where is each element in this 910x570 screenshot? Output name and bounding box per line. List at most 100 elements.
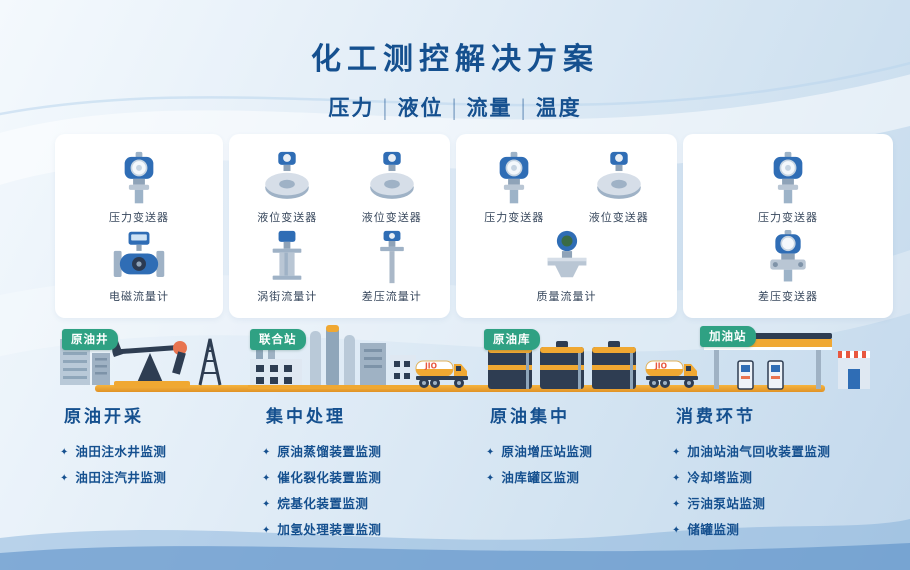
monitor-item-label: 冷却塔监测 — [687, 469, 753, 485]
pipeline-ground-bar — [95, 385, 825, 392]
stage-badge-oil-depot: 原油库 — [484, 329, 540, 350]
instrument-label: 压力变送器 — [758, 211, 818, 224]
instrument: 压力变送器 — [106, 151, 172, 225]
diamond-bullet-icon: ✦ — [672, 524, 681, 536]
monitor-item-label: 油库罐区监测 — [501, 469, 580, 485]
subtitle-item-pressure: 压力 — [328, 96, 375, 120]
subtitle: 压力|液位|流量|温度 — [0, 92, 910, 122]
stage-column-consumption: 消费环节 ✦ 加油站油气回收装置监测 ✦ 冷却塔监测 ✦ 污油泵站监测 ✦ 储罐… — [672, 402, 897, 541]
diamond-bullet-icon: ✦ — [672, 446, 681, 458]
instrument-card-extraction: 压力变送器 电磁流量计 — [55, 134, 223, 318]
differential-pressure-transmitter-icon — [755, 230, 821, 284]
diamond-bullet-icon: ✦ — [672, 472, 681, 484]
mass-flowmeter-icon — [534, 230, 600, 284]
monitor-item-label: 油田注汽井监测 — [75, 469, 167, 485]
stage-badge-combined-station: 联合站 — [250, 329, 306, 350]
monitor-item: ✦ 油田注汽井监测 — [60, 463, 240, 489]
diamond-bullet-icon: ✦ — [262, 498, 271, 510]
monitor-item: ✦ 催化裂化装置监测 — [262, 463, 457, 489]
instrument: 液位变送器 — [586, 151, 652, 225]
level-transmitter-icon — [254, 151, 320, 205]
instrument: 压力变送器 — [755, 151, 821, 225]
diamond-bullet-icon: ✦ — [262, 446, 271, 458]
instrument-label: 电磁流量计 — [109, 290, 169, 303]
stage-title: 集中处理 — [266, 407, 346, 427]
instrument: 质量流量计 — [534, 230, 600, 304]
monitor-item: ✦ 储罐监测 — [672, 515, 897, 541]
monitor-item-label: 油田注水井监测 — [75, 443, 167, 459]
stage-column-collection: 原油集中 ✦ 原油增压站监测 ✦ 油库罐区监测 — [486, 402, 666, 489]
instrument-label: 涡街流量计 — [257, 290, 318, 303]
refinery-illustration — [248, 325, 423, 389]
separator: | — [519, 96, 529, 120]
subtitle-item-temperature: 温度 — [535, 96, 582, 120]
monitor-item: ✦ 加氢处理装置监测 — [262, 515, 457, 541]
instrument: 差压流量计 — [359, 230, 425, 304]
differential-pressure-flowmeter-icon — [359, 230, 425, 284]
tanker-truck-icon: JIO — [645, 360, 698, 388]
monitor-item-label: 原油蒸馏装置监测 — [277, 443, 382, 459]
diamond-bullet-icon: ✦ — [262, 524, 271, 536]
pressure-transmitter-icon — [481, 151, 547, 205]
level-transmitter-icon — [586, 151, 652, 205]
stage-title: 消费环节 — [676, 407, 756, 427]
monitor-item-label: 原油增压站监测 — [501, 443, 593, 459]
instrument-label: 质量流量计 — [536, 290, 597, 303]
monitor-item-label: 催化裂化装置监测 — [277, 469, 382, 485]
instrument-label: 差压变送器 — [758, 290, 818, 303]
stage-title: 原油开采 — [64, 407, 144, 427]
monitor-item-label: 污油泵站监测 — [687, 495, 766, 511]
monitor-item: ✦ 烷基化装置监测 — [262, 489, 457, 515]
instrument: 液位变送器 — [359, 151, 425, 225]
instrument: 电磁流量计 — [106, 230, 172, 304]
separator: | — [450, 96, 460, 120]
instrument: 压力变送器 — [481, 151, 547, 225]
instrument-label: 压力变送器 — [109, 211, 169, 224]
stage-badge-oil-well: 原油井 — [62, 329, 118, 350]
monitor-item: ✦ 原油蒸馏装置监测 — [262, 437, 457, 463]
monitor-item: ✦ 油田注水井监测 — [60, 437, 240, 463]
diamond-bullet-icon: ✦ — [672, 498, 681, 510]
monitor-item-label: 储罐监测 — [687, 521, 740, 537]
instrument-label: 压力变送器 — [484, 211, 545, 224]
level-transmitter-icon — [359, 151, 425, 205]
instrument-card-consumption: 压力变送器 差压变送器 — [683, 134, 893, 318]
monitor-item-label: 加油站油气回收装置监测 — [687, 443, 831, 459]
stage-column-processing: 集中处理 ✦ 原油蒸馏装置监测 ✦ 催化裂化装置监测 ✦ 烷基化装置监测 ✦ 加… — [262, 402, 457, 541]
diamond-bullet-icon: ✦ — [486, 446, 495, 458]
truck-logo-text: JIO — [654, 362, 667, 371]
instrument-label: 差压流量计 — [361, 290, 422, 303]
vortex-flowmeter-icon — [254, 230, 320, 284]
monitor-item-label: 烷基化装置监测 — [277, 495, 369, 511]
pressure-transmitter-icon — [106, 151, 172, 205]
stage-badge-gas-station: 加油站 — [700, 326, 756, 347]
instrument: 液位变送器 — [254, 151, 320, 225]
truck-logo-text: JIO — [424, 362, 437, 371]
monitor-item: ✦ 加油站油气回收装置监测 — [672, 437, 897, 463]
tanker-truck-icon: JIO — [415, 360, 468, 388]
process-flow: JIO JIO 原油井 联合站 原油库 加油站 — [0, 325, 910, 435]
diamond-bullet-icon: ✦ — [262, 472, 271, 484]
header: 化工测控解决方案 压力|液位|流量|温度 — [0, 34, 910, 122]
stage-title: 原油集中 — [490, 407, 570, 427]
instrument: 差压变送器 — [755, 230, 821, 304]
instrument: 涡街流量计 — [254, 230, 320, 304]
electromagnetic-flowmeter-icon — [106, 230, 172, 284]
monitor-item: ✦ 油库罐区监测 — [486, 463, 666, 489]
subtitle-item-flow: 流量 — [466, 96, 513, 120]
stage-column-extraction: 原油开采 ✦ 油田注水井监测 ✦ 油田注汽井监测 — [60, 402, 240, 489]
diamond-bullet-icon: ✦ — [60, 472, 69, 484]
monitor-item: ✦ 原油增压站监测 — [486, 437, 666, 463]
separator: | — [381, 96, 391, 120]
monitor-item: ✦ 污油泵站监测 — [672, 489, 897, 515]
monitor-item-label: 加氢处理装置监测 — [277, 521, 382, 537]
page-title: 化工测控解决方案 — [311, 42, 599, 77]
instrument-card-processing: 液位变送器 液位变送器 涡街流量计 差压流量计 — [229, 134, 450, 318]
instrument-label: 液位变送器 — [257, 211, 318, 224]
instrument-label: 液位变送器 — [361, 211, 422, 224]
monitor-item: ✦ 冷却塔监测 — [672, 463, 897, 489]
diamond-bullet-icon: ✦ — [60, 446, 69, 458]
diamond-bullet-icon: ✦ — [486, 472, 495, 484]
instrument-card-storage: 压力变送器 液位变送器 质量流量计 — [456, 134, 677, 318]
